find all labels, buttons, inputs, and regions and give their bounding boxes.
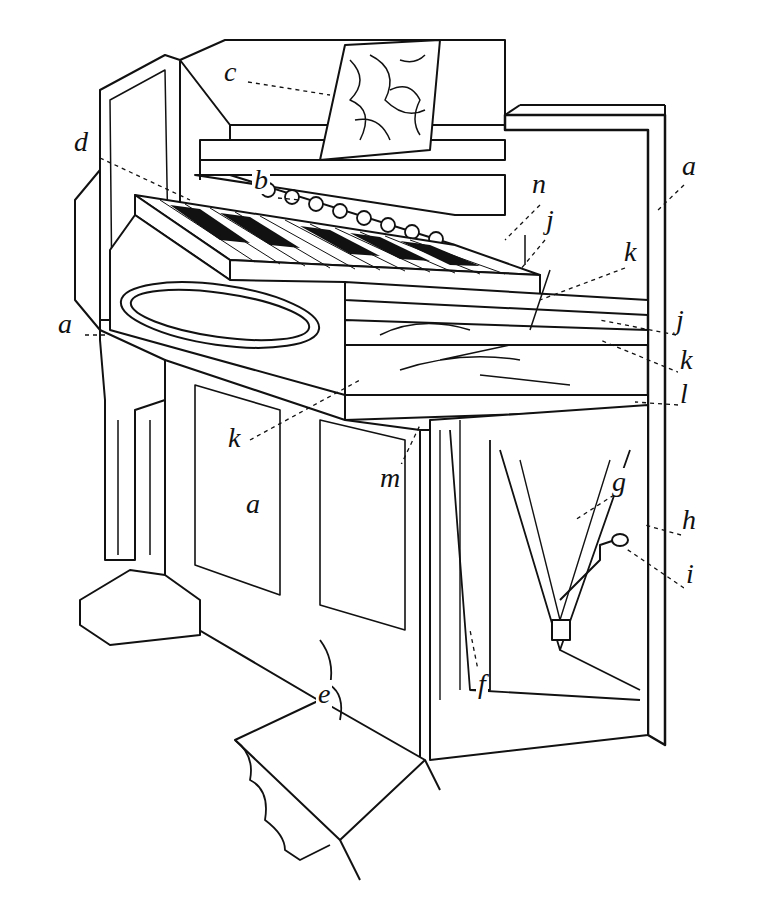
callout-letter: k [622,238,638,266]
callout-letter: m [378,464,402,492]
callout-letter: l [678,380,690,408]
callout-letter: a [680,152,698,180]
callout-letter: g [610,468,628,496]
callout-letter: e [316,680,332,708]
callout-letter: c [222,58,238,86]
callout-letter: d [72,128,90,156]
callout-letter: n [530,170,548,198]
callout-letter: j [544,206,556,234]
callout-letter: i [684,560,696,588]
callout-letter: b [252,166,270,194]
callout-letter: k [678,346,694,374]
callout-letter: h [680,506,698,534]
callout-letter: f [476,670,488,698]
callout-letter: a [56,310,74,338]
callout-letter: j [674,306,686,334]
callout-letter: a [244,490,262,518]
callout-letter: k [226,424,242,452]
